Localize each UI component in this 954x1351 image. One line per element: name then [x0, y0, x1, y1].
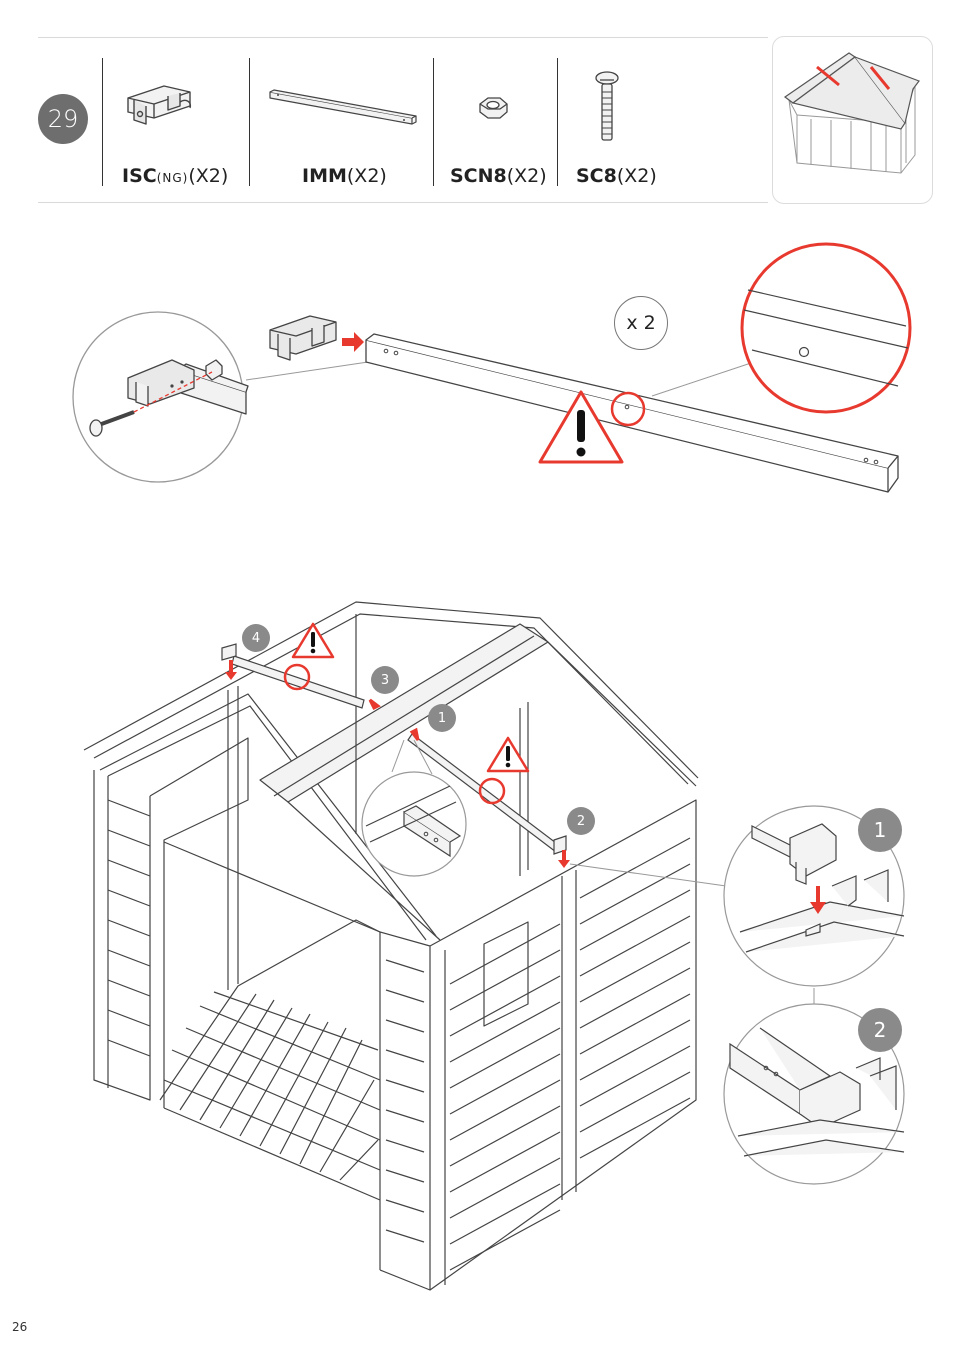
part-qty: (X2) [188, 165, 228, 187]
callout-3-badge: 3 [371, 666, 399, 694]
divider [102, 58, 103, 186]
part-qty: (X2) [347, 165, 387, 187]
part-label-sc8: SC8(X2) [576, 165, 657, 187]
detail-1-badge: 1 [858, 808, 902, 852]
callout-4-badge: 4 [242, 624, 270, 652]
part-qty: (X2) [507, 165, 547, 187]
divider [249, 58, 250, 186]
part-label-scn8: SCN8(X2) [450, 165, 547, 187]
beam-assembly-diagram [0, 230, 954, 500]
shed-main-diagram [0, 580, 954, 1300]
bolt-icon [594, 70, 620, 145]
imm-beam-icon [268, 88, 418, 128]
overview-thumbnail [772, 36, 933, 204]
step-number-badge: 29 [38, 94, 88, 144]
isc-bracket-icon [124, 76, 196, 136]
part-code: ISC [122, 165, 157, 187]
part-label-imm: IMM(X2) [302, 165, 387, 187]
part-suffix: (NG) [157, 171, 189, 185]
detail-2-badge: 2 [858, 1008, 902, 1052]
divider [557, 58, 558, 186]
divider [433, 58, 434, 186]
shed-overview-icon [781, 45, 923, 195]
part-code: SC8 [576, 165, 617, 187]
header-top-rule [38, 37, 768, 38]
part-code: IMM [302, 165, 347, 187]
callout-1-badge: 1 [428, 704, 456, 732]
part-qty: (X2) [617, 165, 657, 187]
page-number: 26 [12, 1320, 27, 1334]
header-bottom-rule [38, 202, 768, 203]
part-code: SCN8 [450, 165, 507, 187]
callout-2-badge: 2 [567, 807, 595, 835]
part-label-isc: ISC(NG)(X2) [122, 165, 228, 187]
nut-icon [476, 96, 510, 122]
